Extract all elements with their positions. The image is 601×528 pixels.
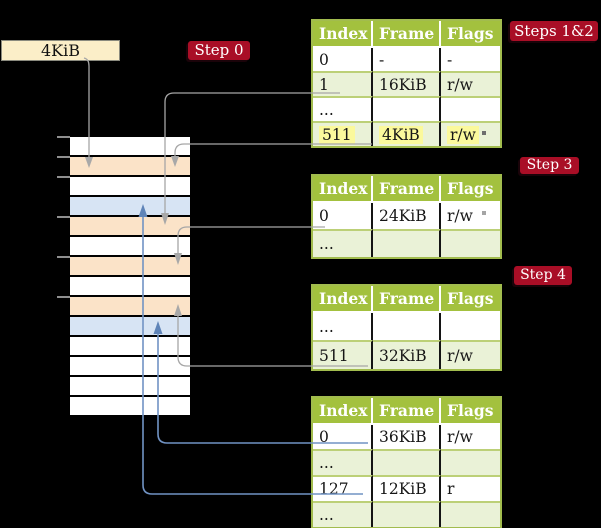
cell [373, 229, 441, 257]
column-header: Index [313, 286, 373, 313]
cell: 32KiB [373, 340, 441, 369]
table-row: 511 4KiB r/w [313, 121, 500, 146]
table-row: ... [313, 501, 500, 527]
memory-tick [57, 156, 70, 158]
column-header: Index [313, 398, 373, 425]
cell: 4KiB [373, 121, 441, 146]
cell: ... [313, 313, 373, 340]
memory-frame-row [70, 397, 190, 415]
cell [441, 313, 500, 340]
memory-frame-row [70, 237, 190, 255]
memory-tick [57, 176, 70, 178]
steps-1-2-badge: Steps 1&2 [510, 21, 598, 41]
cell [373, 313, 441, 340]
memory-frame-row [70, 137, 190, 155]
cell: ... [313, 96, 373, 121]
step-0-badge: Step 0 [188, 41, 250, 60]
physical-memory-column [70, 137, 190, 415]
table-row: ... [313, 313, 500, 340]
column-header: Flags [441, 176, 500, 203]
table-row: ... [313, 449, 500, 475]
column-header: Frame [373, 286, 441, 313]
memory-tick [57, 296, 70, 298]
cell: 1 [313, 71, 373, 96]
highlighted-value: 511 [319, 125, 355, 144]
cell: 511 [313, 340, 373, 369]
cell: r/w [441, 121, 500, 146]
step-4-badge: Step 4 [514, 266, 572, 285]
cell: r/w [441, 340, 500, 369]
cell: - [373, 48, 441, 71]
highlighted-value: 4KiB [379, 125, 423, 144]
column-header: Flags [441, 286, 500, 313]
memory-tick [57, 256, 70, 258]
column-header: Index [313, 176, 373, 203]
memory-frame-row [70, 257, 190, 275]
table-row: ... [313, 229, 500, 257]
column-header: Frame [373, 398, 441, 425]
memory-frame-row [70, 317, 190, 335]
memory-frame-row [70, 157, 190, 175]
memory-frame-row [70, 197, 190, 215]
memory-frame-row [70, 177, 190, 195]
column-header: Frame [373, 21, 441, 48]
cell [441, 449, 500, 475]
memory-frame-row [70, 337, 190, 355]
cell: 0 [313, 48, 373, 71]
memory-frame-row [70, 357, 190, 375]
memory-tick [57, 136, 70, 138]
frame-size-label: 4KiB [1, 40, 120, 61]
column-header: Flags [441, 21, 500, 48]
cell: 24KiB [373, 203, 441, 229]
memory-frame-row [70, 217, 190, 235]
cell: r/w [441, 425, 500, 449]
cell: r/w [441, 71, 500, 96]
cell: r [441, 475, 500, 501]
arrow-entry0-to-frame-24kib [177, 226, 325, 254]
column-header: Frame [373, 176, 441, 203]
cell [441, 501, 500, 527]
highlighted-value: r/w [447, 125, 479, 144]
memory-frame-row [70, 377, 190, 395]
cell: ... [313, 229, 373, 257]
cell [373, 501, 441, 527]
cell: ... [313, 449, 373, 475]
column-header: Index [313, 21, 373, 48]
cell: ... [313, 501, 373, 527]
cell [441, 96, 500, 121]
cell: 511 [313, 121, 373, 146]
cell [373, 96, 441, 121]
cell: 0 [313, 203, 373, 229]
cell: 127 [313, 475, 373, 501]
cell: - [441, 48, 500, 71]
memory-tick [57, 216, 70, 218]
step-3-badge: Step 3 [520, 157, 579, 174]
cell [373, 449, 441, 475]
memory-frame-row [70, 297, 190, 315]
memory-frame-row [70, 277, 190, 295]
cell: 0 [313, 425, 373, 449]
cell: r/w [441, 203, 500, 229]
table-row: 0-- [313, 48, 500, 71]
cell: 36KiB [373, 425, 441, 449]
cell: 16KiB [373, 71, 441, 96]
cell: 12KiB [373, 475, 441, 501]
cell [441, 229, 500, 257]
column-header: Flags [441, 398, 500, 425]
table-row: ... [313, 96, 500, 121]
